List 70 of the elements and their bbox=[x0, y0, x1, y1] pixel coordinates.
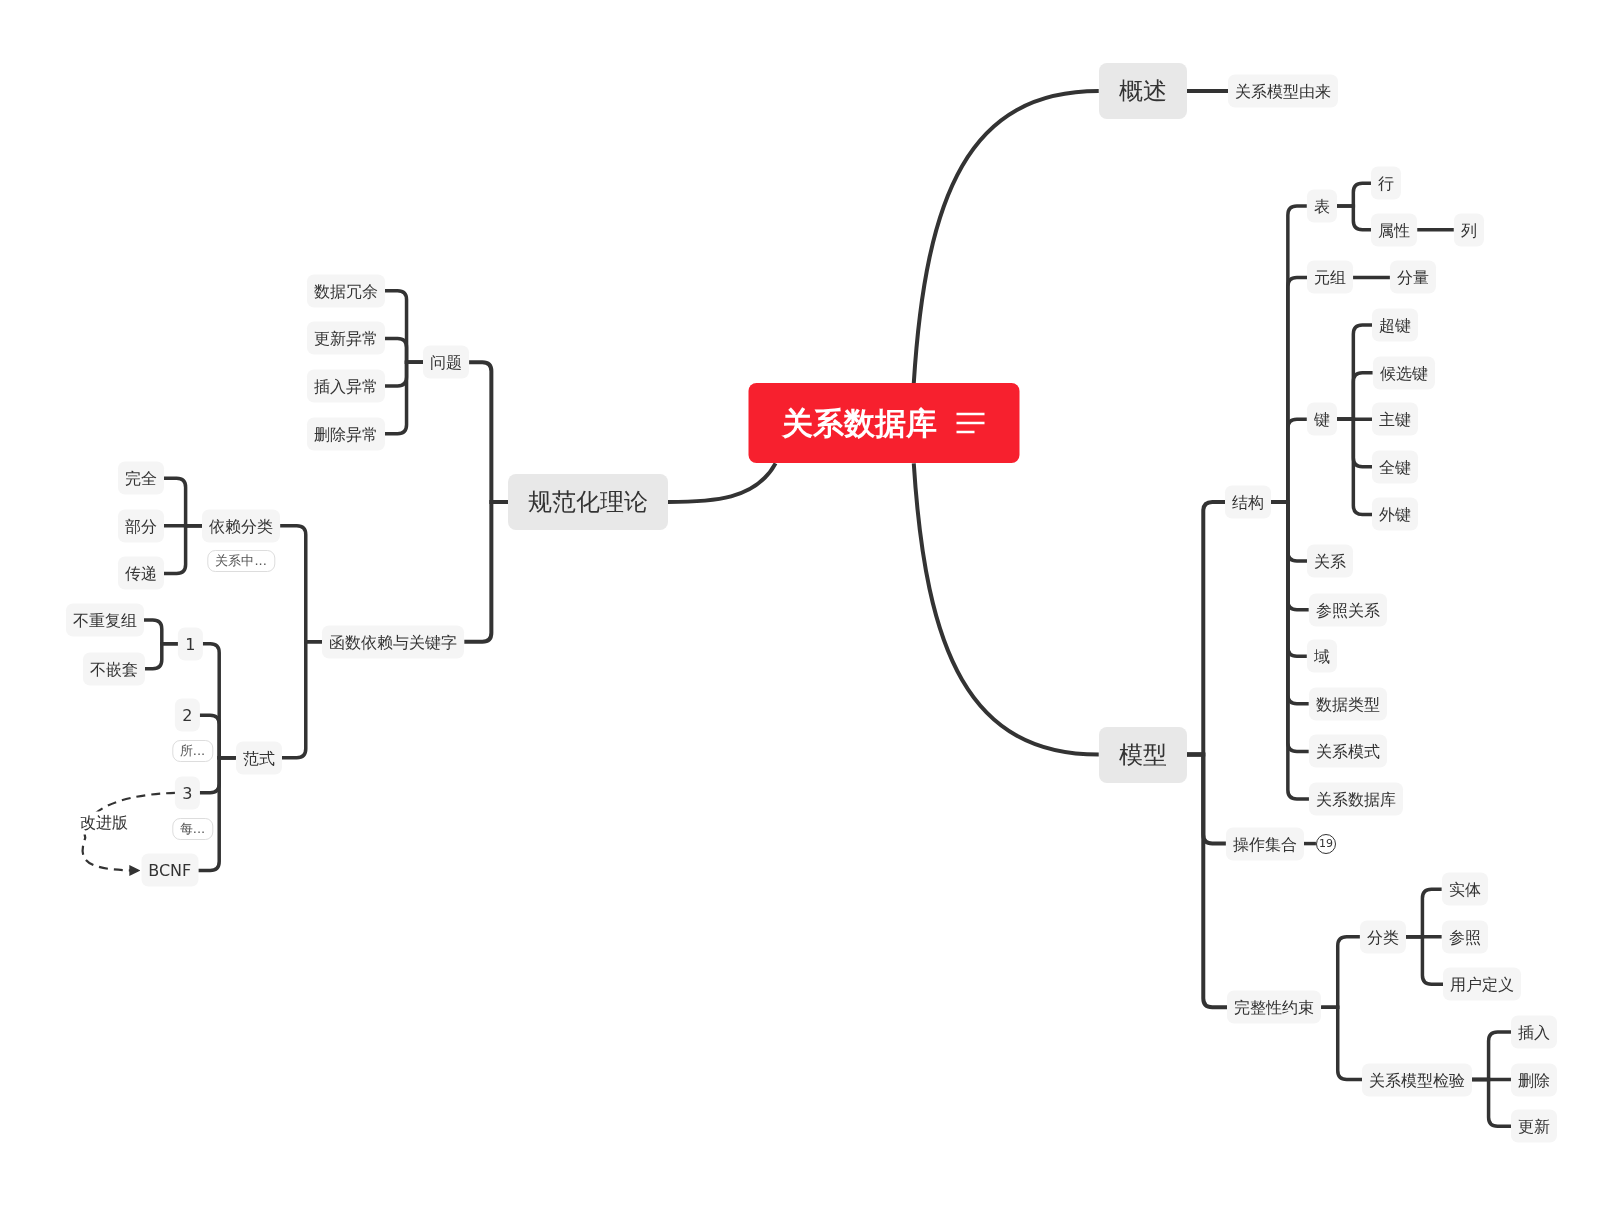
subtopic: 关系模型检验 bbox=[1362, 1063, 1472, 1097]
subtopic: 数据冗余 bbox=[306, 274, 385, 308]
subtopic: 元组 bbox=[1307, 260, 1354, 294]
subtopic: 1 bbox=[178, 627, 203, 661]
subtopic: 插入 bbox=[1510, 1015, 1557, 1049]
subtopic: 行 bbox=[1370, 166, 1401, 200]
subtopic: 更新 bbox=[1510, 1109, 1557, 1143]
note-preview: 所... bbox=[171, 740, 214, 763]
subtopic: 插入异常 bbox=[306, 369, 385, 403]
edge-label: 改进版 bbox=[77, 811, 130, 835]
subtopic: 主键 bbox=[1372, 402, 1419, 436]
subtopic: 范式 bbox=[235, 741, 282, 775]
connector-line bbox=[163, 524, 203, 576]
subtopic: 属性 bbox=[1371, 213, 1418, 247]
connector-line bbox=[1405, 935, 1444, 987]
subtopic: 传递 bbox=[117, 556, 164, 590]
subtopic: 关系 bbox=[1307, 544, 1354, 578]
subtopic: 删除异常 bbox=[306, 417, 385, 451]
subtopic: 3 bbox=[175, 776, 200, 810]
dashed-arrow bbox=[81, 791, 176, 876]
count-badge: 19 bbox=[1315, 833, 1336, 854]
subtopic: 列 bbox=[1453, 213, 1484, 247]
central-topic bbox=[748, 383, 1020, 464]
subtopic: 删除 bbox=[1510, 1063, 1557, 1097]
subtopic: 关系模式 bbox=[1308, 734, 1387, 768]
main-topic: 模型 bbox=[1098, 726, 1187, 783]
subtopic: 实体 bbox=[1441, 872, 1488, 906]
connector-line bbox=[667, 462, 778, 504]
subtopic: 2 bbox=[175, 698, 200, 732]
subtopic: 部分 bbox=[117, 509, 164, 543]
subtopic: 表 bbox=[1306, 189, 1337, 223]
subtopic: 超键 bbox=[1372, 308, 1419, 342]
connector-line bbox=[911, 463, 1099, 757]
subtopic: BCNF bbox=[141, 854, 199, 887]
subtopic: 完整性约束 bbox=[1227, 990, 1322, 1024]
subtopic: 外键 bbox=[1372, 497, 1419, 531]
connector-line bbox=[911, 89, 1099, 384]
subtopic: 完全 bbox=[117, 461, 164, 495]
subtopic: 分量 bbox=[1389, 260, 1436, 294]
subtopic: 用户定义 bbox=[1443, 967, 1522, 1001]
subtopic: 不重复组 bbox=[65, 603, 144, 637]
subtopic: 不嵌套 bbox=[82, 652, 145, 686]
subtopic: 更新异常 bbox=[306, 321, 385, 355]
note-preview: 每... bbox=[171, 818, 214, 841]
subtopic: 关系数据库 bbox=[1308, 782, 1403, 816]
subtopic: 分类 bbox=[1359, 920, 1406, 954]
note-preview: 关系中... bbox=[207, 550, 275, 572]
connector-line bbox=[1353, 275, 1390, 280]
subtopic: 结构 bbox=[1225, 485, 1272, 519]
subtopic: 候选键 bbox=[1372, 356, 1435, 390]
topic-title: 关系数据库 bbox=[782, 405, 938, 442]
subtopic: 参照关系 bbox=[1308, 593, 1387, 627]
subtopic: 操作集合 bbox=[1225, 827, 1304, 861]
subtopic: 全键 bbox=[1372, 450, 1419, 484]
subtopic: 关系模型由来 bbox=[1228, 74, 1339, 108]
connector-line bbox=[1336, 204, 1372, 232]
subtopic: 数据类型 bbox=[1308, 687, 1387, 721]
subtopic: 函数依赖与关键字 bbox=[322, 625, 465, 659]
subtopic: 域 bbox=[1306, 639, 1337, 673]
main-topic: 规范化理论 bbox=[507, 474, 668, 530]
connector-line bbox=[1336, 417, 1373, 517]
main-topic: 概述 bbox=[1098, 63, 1187, 120]
subtopic: 依赖分类 bbox=[202, 509, 281, 543]
connector-line bbox=[198, 755, 236, 873]
connector-line bbox=[144, 642, 179, 671]
subtopic: 键 bbox=[1306, 402, 1337, 436]
connector-line bbox=[1417, 228, 1454, 232]
subtopic: 参照 bbox=[1441, 920, 1488, 954]
connector-line bbox=[1186, 89, 1229, 94]
subtopic: 问题 bbox=[423, 345, 470, 379]
